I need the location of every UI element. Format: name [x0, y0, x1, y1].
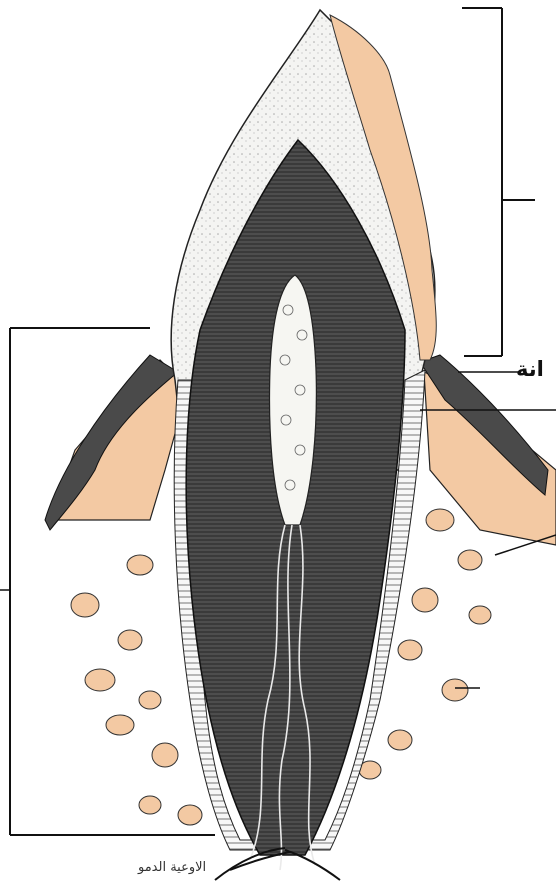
bone-fragment — [442, 679, 468, 701]
bone-fragment — [469, 606, 491, 624]
bone-fragment — [139, 796, 161, 814]
bone-fragment — [388, 730, 412, 750]
bone-fragment — [118, 630, 142, 650]
pulp-chamber — [270, 275, 317, 525]
bone-fragment — [178, 805, 202, 825]
vessels-label: الاوعية الدمو — [138, 860, 206, 875]
bone-fragment — [152, 743, 178, 767]
bone-fragment — [85, 669, 115, 691]
bone-fragment — [71, 593, 99, 617]
bone-fragment — [139, 691, 161, 709]
crown-bracket — [462, 8, 535, 356]
gingiva-label: انة — [516, 357, 544, 381]
bone-fragment — [426, 509, 454, 531]
bone-fragment — [458, 550, 482, 570]
bone-fragment — [412, 588, 438, 612]
bone-fragment — [127, 555, 153, 575]
bone-fragment — [106, 715, 134, 735]
bone-fragment — [398, 640, 422, 660]
